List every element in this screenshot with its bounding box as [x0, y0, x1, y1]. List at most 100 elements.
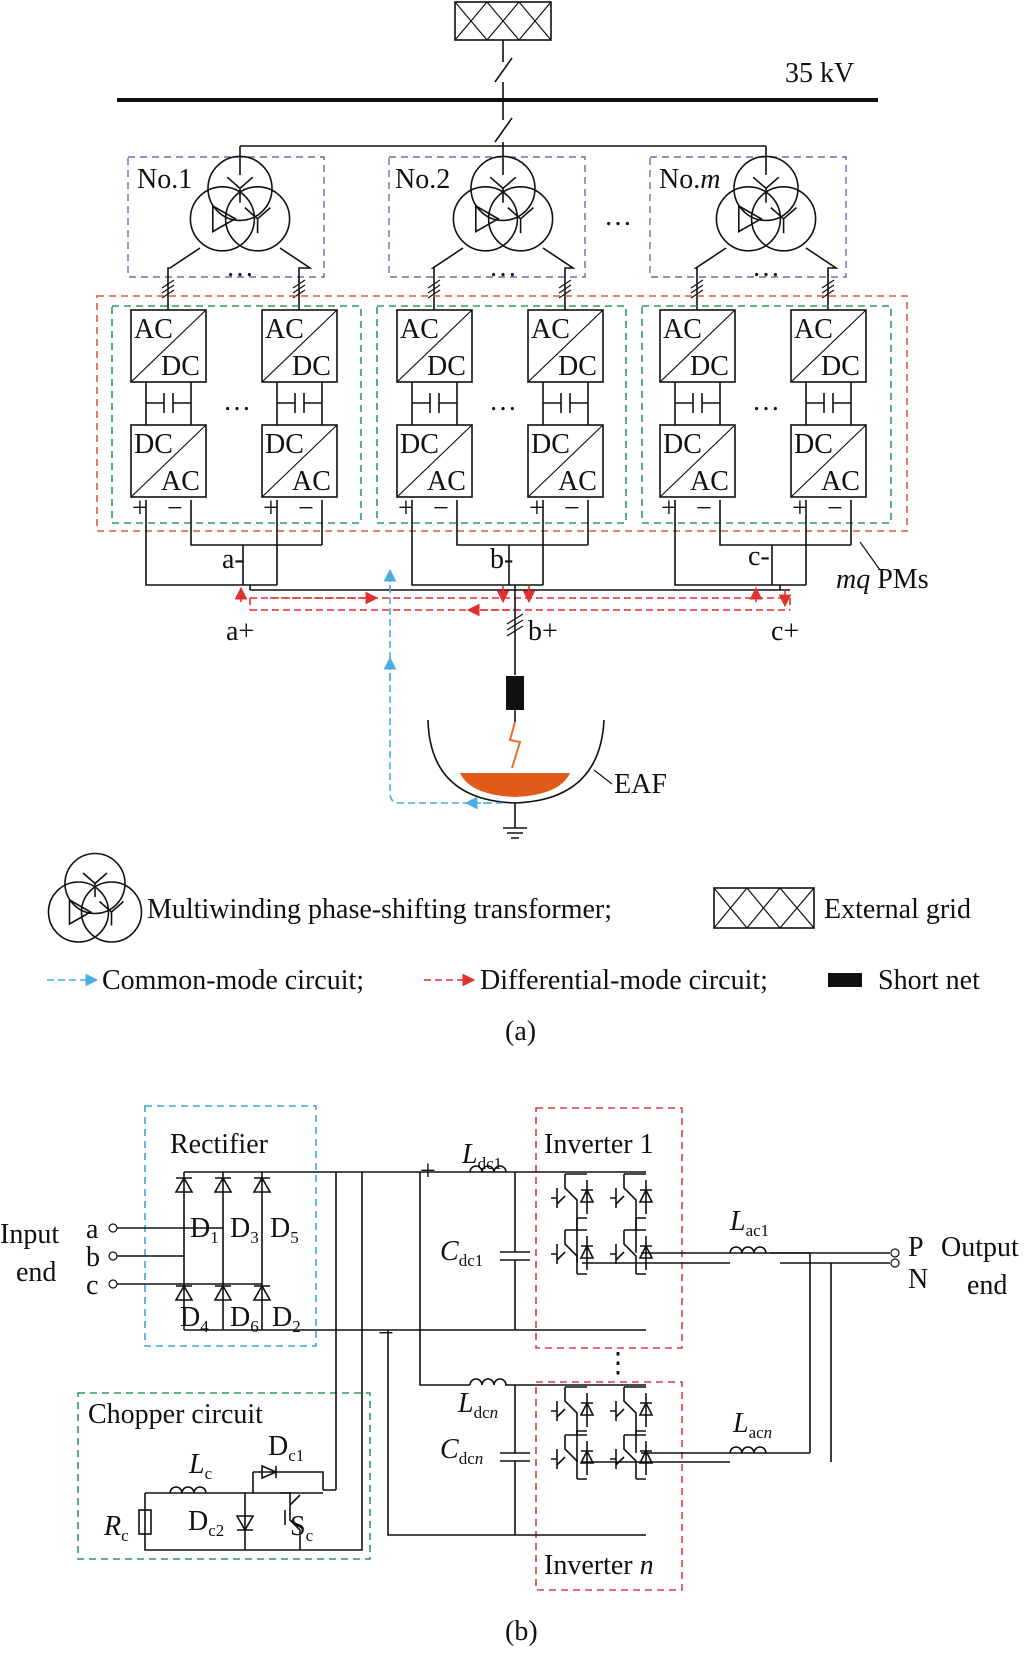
transformer-label-2: No.2 — [395, 164, 450, 195]
diode-5-label: D5 — [270, 1213, 299, 1247]
module-minus: − — [298, 493, 314, 524]
phase-a-minus: a- — [222, 544, 244, 575]
transformer-box-m — [649, 156, 847, 278]
differential-mode-path — [234, 586, 792, 617]
transformer-1-icon — [189, 155, 291, 252]
module-dc: DC — [690, 351, 729, 382]
rectifier-label: Rectifier — [170, 1129, 269, 1160]
module-ac: AC — [134, 314, 173, 345]
module-dc: DC — [400, 429, 439, 460]
module-plus: + — [263, 493, 279, 524]
converter-group-1 — [111, 305, 362, 524]
module-ac: AC — [265, 314, 304, 345]
legend-transformer-text: Multiwinding phase-shifting transformer; — [147, 894, 612, 925]
ldc1-label: Ldc1 — [461, 1139, 502, 1173]
module-plus: + — [398, 493, 414, 524]
cdcn-label: Cdcn — [440, 1434, 483, 1468]
dc-minus: − — [378, 1318, 394, 1349]
caption-a: (a) — [505, 1016, 536, 1047]
module-dc: DC — [161, 351, 200, 382]
module-plus: + — [529, 493, 545, 524]
output-n: N — [908, 1264, 928, 1295]
lacn-label: Lacn — [732, 1408, 772, 1442]
module-ac: AC — [400, 314, 439, 345]
igbt-switch — [610, 1386, 654, 1432]
legend-grid-symbol — [713, 887, 815, 929]
transformer-m-icon — [715, 155, 817, 252]
module-ac: AC — [821, 466, 860, 497]
input-end-2: end — [16, 1257, 56, 1288]
igbt-switch — [551, 1229, 595, 1275]
diode-icon — [174, 1284, 194, 1301]
output-end-1: Output — [941, 1232, 1019, 1263]
module-plus: + — [661, 493, 677, 524]
igbt-switch — [610, 1173, 654, 1219]
igbt-switch — [551, 1434, 595, 1480]
lac1-label: Lac1 — [729, 1206, 769, 1240]
pms-pointer — [859, 541, 881, 571]
converter-group-2 — [376, 305, 627, 524]
bus-breaker — [494, 100, 513, 146]
cdcn-capacitor — [500, 1385, 530, 1535]
transformer-ellipsis-inner: … — [752, 252, 780, 283]
igbt-switch — [551, 1386, 595, 1432]
module-dc: DC — [663, 429, 702, 460]
phase-b-plus: b+ — [528, 616, 558, 647]
arc-icon — [508, 721, 522, 769]
diode-icon — [174, 1176, 194, 1193]
caption-b: (b) — [505, 1616, 538, 1647]
transformer-label-m: No.m — [659, 164, 720, 195]
dc2-label: Dc2 — [188, 1506, 224, 1540]
diode-1-label: D1 — [190, 1213, 219, 1247]
module-ac: AC — [558, 466, 597, 497]
module-ellipsis: … — [489, 386, 517, 417]
igbt-switch — [610, 1434, 654, 1480]
chopper-box — [77, 1392, 371, 1560]
inverter1-box — [535, 1107, 683, 1349]
rectifier-box — [144, 1105, 317, 1347]
legend-short-net-icon — [828, 973, 862, 987]
module-minus: − — [696, 493, 712, 524]
module-minus: − — [167, 493, 183, 524]
legend-differential-mode: Differential-mode circuit; — [480, 965, 768, 996]
ldcn-inductor — [469, 1378, 507, 1386]
transformer-box-2 — [388, 156, 586, 278]
module-dc: DC — [794, 429, 833, 460]
legend: Multiwinding phase-shifting transformer;… — [47, 852, 980, 996]
input-a: a — [86, 1214, 99, 1245]
input-b: b — [86, 1242, 100, 1273]
transformer-box-1 — [127, 156, 325, 278]
module-dc: DC — [531, 429, 570, 460]
input-end-1: Input — [0, 1219, 59, 1250]
inverter1-label: Inverter 1 — [544, 1129, 654, 1160]
module-plus: + — [792, 493, 808, 524]
cdc1-label: Cdc1 — [440, 1236, 483, 1270]
transformer-ellipsis-inner: … — [226, 252, 254, 283]
part-b: Rectifier Chopper circuit Inverter 1 Inv… — [0, 1105, 1019, 1647]
ldcn-label: Ldcn — [457, 1388, 498, 1422]
dc1-diode — [261, 1464, 279, 1480]
transformer-ellipsis-inner: … — [489, 252, 517, 283]
pms-label: mq PMs — [836, 564, 929, 595]
legend-common-mode: Common-mode circuit; — [102, 965, 364, 996]
module-ac: AC — [427, 466, 466, 497]
module-dc: DC — [821, 351, 860, 382]
module-ac: AC — [690, 466, 729, 497]
chopper-label: Chopper circuit — [88, 1399, 263, 1430]
module-minus: − — [433, 493, 449, 524]
diode-4-label: D4 — [180, 1302, 209, 1336]
rc-label: Rc — [103, 1511, 129, 1545]
module-dc: DC — [265, 429, 304, 460]
igbt-switch — [610, 1229, 654, 1275]
module-minus: − — [827, 493, 843, 524]
ldc1-inductor — [469, 1165, 507, 1173]
module-dc: DC — [134, 429, 173, 460]
common-mode-path — [383, 568, 503, 810]
